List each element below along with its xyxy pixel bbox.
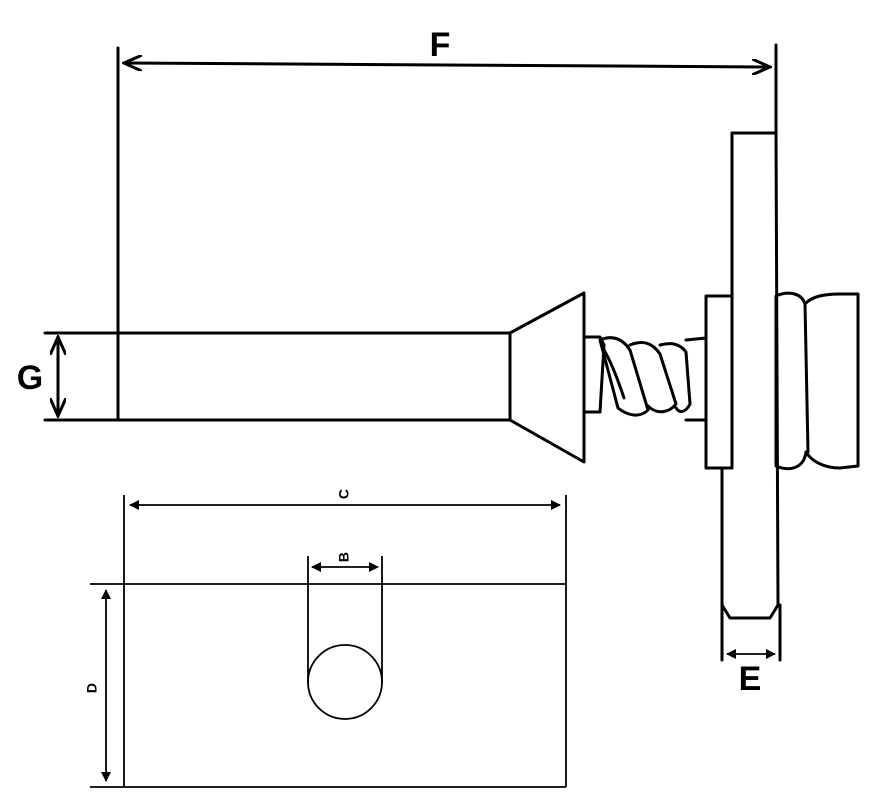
mounting-plate (720, 131, 780, 620)
dimension-f: F (116, 26, 778, 422)
dimension-c: C (129, 489, 561, 510)
label-b: B (336, 552, 352, 562)
threaded-section (582, 335, 708, 422)
plate-front-view (90, 495, 567, 788)
knob-nut (774, 291, 860, 471)
dimension-e: E (720, 603, 782, 698)
label-d: D (84, 683, 100, 693)
label-g: G (17, 359, 43, 397)
label-f: F (430, 26, 451, 64)
label-c: C (336, 489, 352, 499)
dimension-b: B (311, 552, 379, 572)
countersunk-head (508, 291, 586, 464)
dimension-d: D (84, 589, 111, 782)
label-e: E (739, 660, 762, 698)
bolt-shaft (116, 331, 512, 422)
dimension-arrow-f (124, 63, 770, 67)
bolt-side-view (116, 131, 860, 620)
dimension-g: G (17, 331, 120, 422)
mounting-hole (307, 644, 383, 720)
washer (704, 294, 734, 470)
knob-seam (803, 302, 810, 454)
